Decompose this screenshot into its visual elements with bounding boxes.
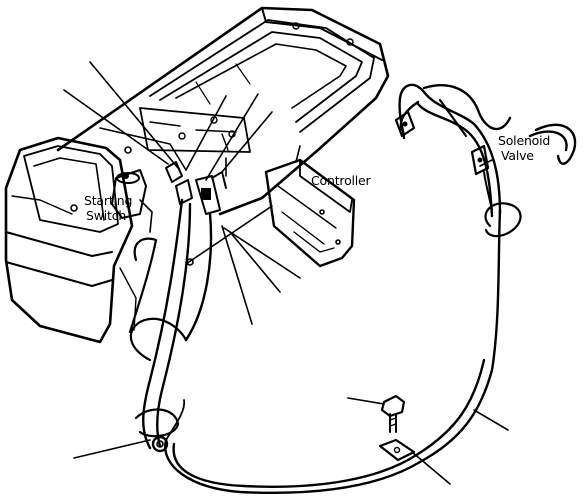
- starting-switch-label-line2: Switch: [86, 208, 127, 223]
- solenoid-valve-branch: [394, 83, 577, 238]
- solenoid-valve-label-line2: Valve: [501, 148, 534, 163]
- front-housing: [4, 136, 137, 344]
- starting-switch-label: Starting Switch: [84, 193, 132, 223]
- harness-connectors: [165, 161, 227, 215]
- leader-lines: [63, 61, 509, 485]
- solenoid-valve-label-line1: Solenoid: [498, 133, 551, 148]
- controller-label: Controller: [311, 173, 371, 188]
- console-housing: [56, 6, 390, 216]
- bolt-and-clamp: [378, 394, 416, 462]
- starting-switch: [111, 169, 153, 233]
- solenoid-valve-label: Solenoid Valve: [498, 133, 550, 163]
- starting-switch-label-line1: Starting: [84, 193, 133, 208]
- wire-harness: [128, 198, 502, 495]
- controller: [264, 158, 356, 268]
